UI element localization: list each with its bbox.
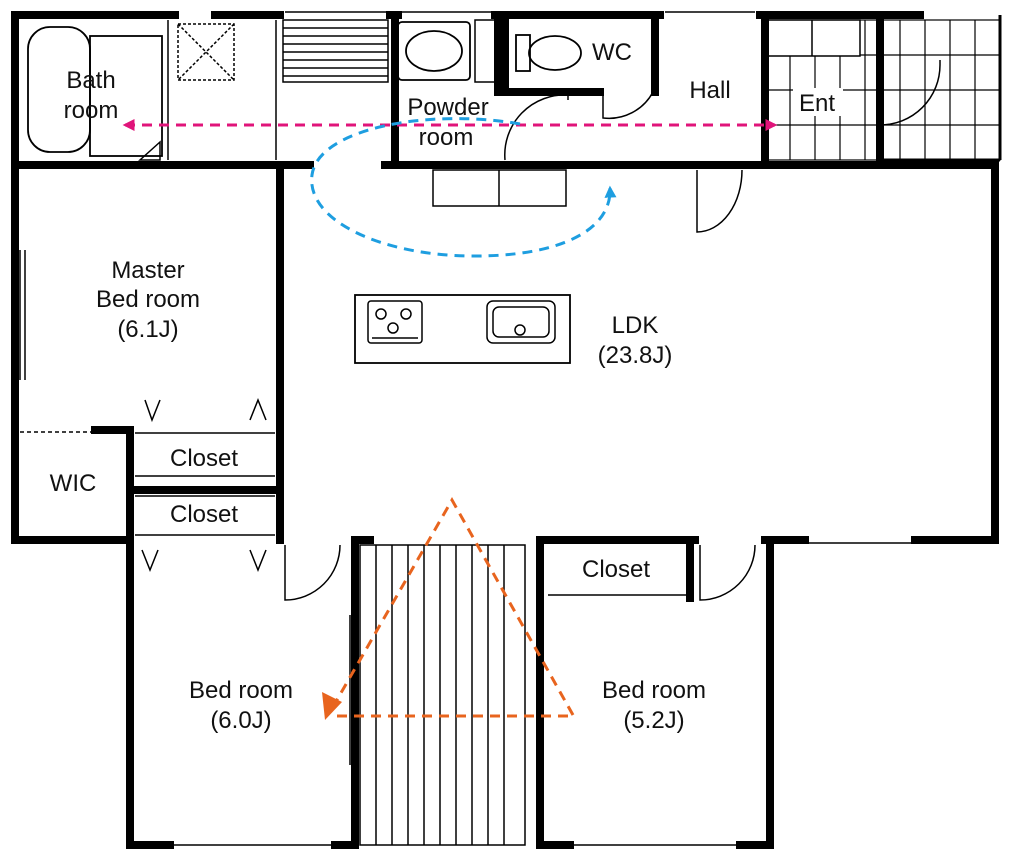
lower-stairs	[359, 544, 526, 846]
master-label-line1: Master	[111, 257, 184, 284]
bed-left-label-line1: Bed room	[189, 677, 293, 704]
route-blue-loop	[310, 117, 617, 258]
walls	[11, 11, 999, 849]
bed-right-label-line2: (5.2J)	[623, 707, 684, 734]
master-label-line2: Bed room	[96, 286, 200, 313]
door-swings	[138, 60, 941, 601]
entrance-label: Ent	[799, 90, 835, 117]
route-orange-triangle	[328, 496, 575, 718]
closet-right-label: Closet	[582, 556, 650, 583]
entrance-outline	[880, 15, 1002, 162]
wic-label: WIC	[50, 470, 97, 497]
thin-lines	[19, 11, 994, 846]
powder-label-line1: Powder	[407, 94, 488, 121]
bath-label-line1: Bath	[66, 67, 115, 94]
entrance-label-bg	[793, 88, 843, 116]
wc-label: WC	[592, 39, 632, 66]
closet-lower-label: Closet	[170, 501, 238, 528]
bathtub-icon	[27, 26, 163, 157]
bed-right-label-line1: Bed room	[602, 677, 706, 704]
bed-left-label-line2: (6.0J)	[210, 707, 271, 734]
powder-label-line2: room	[419, 124, 474, 151]
cupboard	[432, 169, 567, 207]
toilet-icon	[515, 34, 582, 72]
shower-drain-icon	[177, 23, 235, 81]
upper-stairs	[282, 19, 389, 83]
sink-icon	[486, 300, 556, 344]
route-orange-arrowhead	[322, 692, 342, 720]
washbasin-icon	[397, 21, 471, 81]
bath-label-line2: room	[64, 97, 119, 124]
master-label-line3: (6.1J)	[117, 316, 178, 343]
shoe-cabinet	[764, 19, 861, 57]
closet-upper-label: Closet	[170, 445, 238, 472]
kitchen-island	[354, 294, 571, 364]
stove-icon	[367, 300, 423, 344]
labels: Bath room Powder room WC Hall Ent Master…	[50, 39, 836, 734]
ldk-label-line1: LDK	[612, 312, 659, 339]
ldk-label-line2: (23.8J)	[598, 342, 673, 369]
hall-label: Hall	[689, 77, 730, 104]
